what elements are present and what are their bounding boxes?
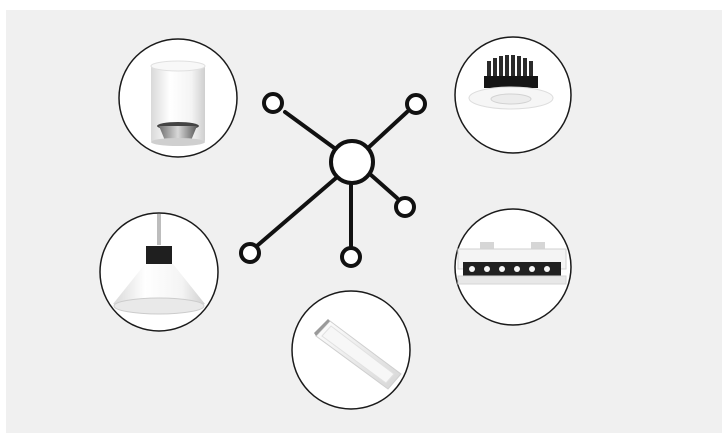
connector-line xyxy=(256,176,338,247)
recessed-downlight-icon xyxy=(454,36,572,154)
connector-line xyxy=(369,173,399,200)
connector-line xyxy=(366,110,409,150)
network-node xyxy=(262,92,284,114)
pendant-highbay-icon xyxy=(99,212,219,332)
linear-luminaire-icon xyxy=(291,290,411,410)
network-node xyxy=(239,242,261,264)
connector-line xyxy=(283,110,339,152)
network-node xyxy=(394,196,416,218)
network-hub-graph xyxy=(239,92,427,268)
cylinder-downlight-icon xyxy=(118,38,238,158)
network-node xyxy=(405,93,427,115)
central-hub-node xyxy=(329,139,375,185)
network-node xyxy=(340,246,362,268)
multi-head-spotlight-icon xyxy=(454,208,572,326)
